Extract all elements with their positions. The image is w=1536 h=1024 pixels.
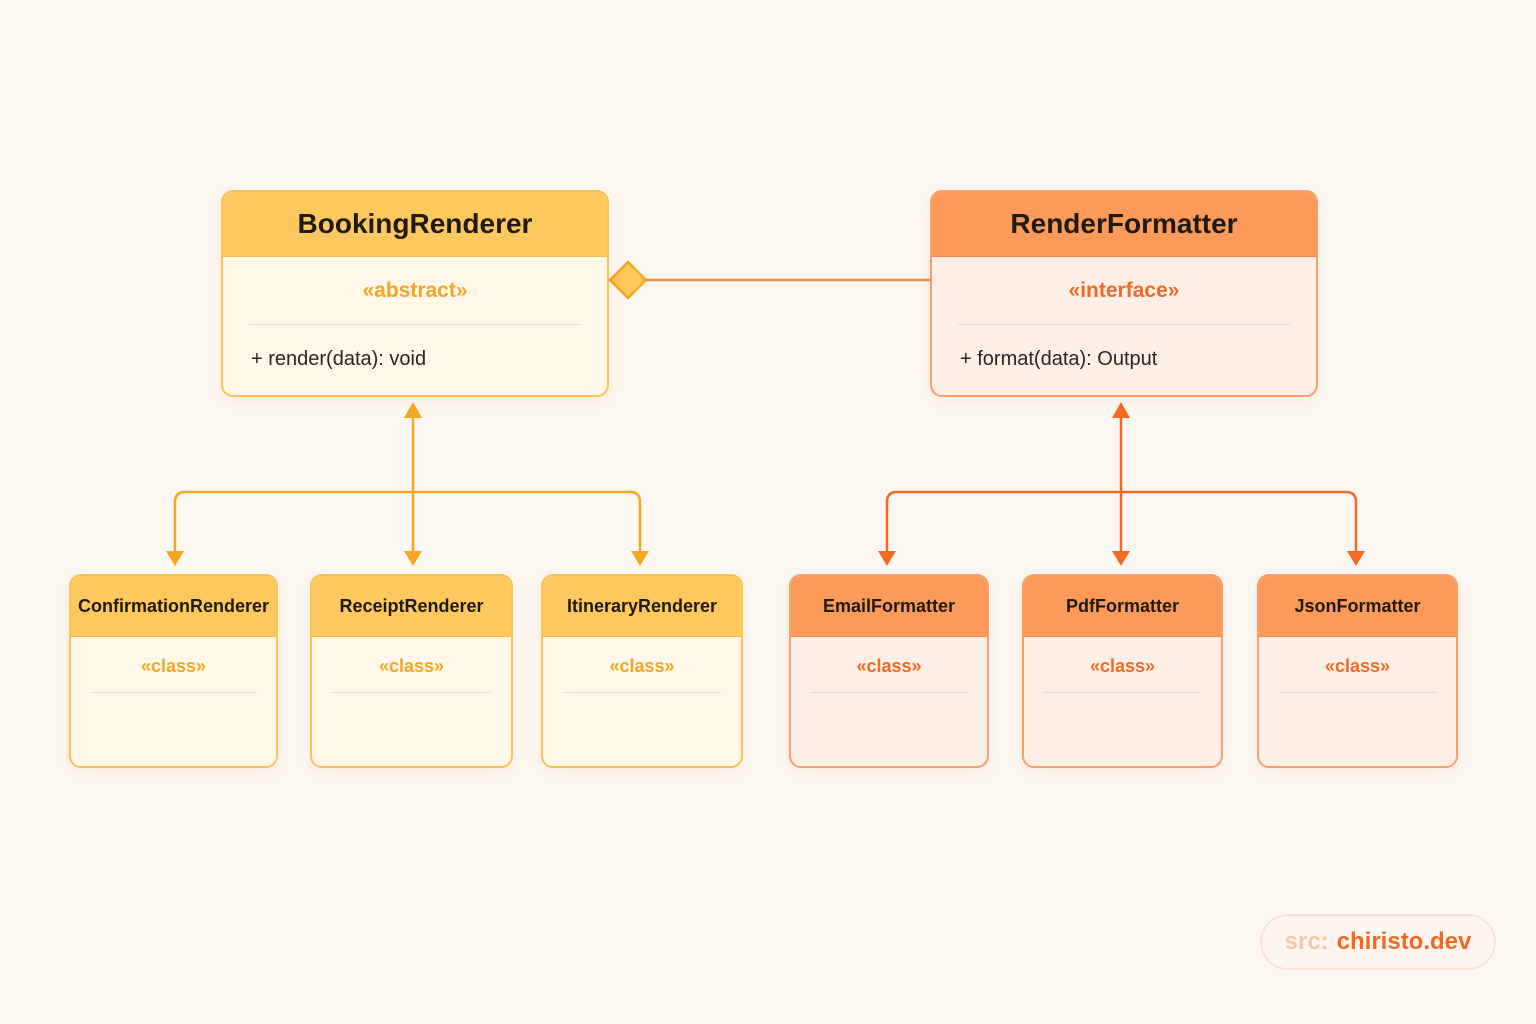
json-formatter-class[interactable]: JsonFormatter «class» bbox=[1257, 574, 1458, 768]
renderer-hierarchy-connectors bbox=[173, 416, 642, 555]
booking-renderer-class[interactable]: BookingRenderer «abstract» + render(data… bbox=[221, 190, 609, 397]
source-link[interactable]: src: chiristo.dev bbox=[1260, 914, 1496, 970]
divider bbox=[249, 324, 581, 325]
confirmation-renderer-class[interactable]: ConfirmationRenderer «class» bbox=[69, 574, 278, 768]
formatter-branch-line bbox=[885, 490, 1358, 552]
json-arrowhead bbox=[1347, 551, 1365, 566]
stereotype-label: «class» bbox=[1324, 656, 1391, 676]
class-name: ItineraryRenderer bbox=[543, 576, 741, 637]
renderer-parent-arrowhead bbox=[404, 402, 422, 418]
email-arrowhead bbox=[878, 551, 896, 566]
formatter-parent-arrowhead bbox=[1112, 402, 1130, 418]
receipt-arrowhead bbox=[404, 551, 422, 566]
method-signature: + format(data): Output bbox=[960, 348, 1158, 370]
class-name: ConfirmationRenderer bbox=[71, 576, 276, 637]
source-label: src: bbox=[1284, 928, 1329, 955]
receipt-renderer-class[interactable]: ReceiptRenderer «class» bbox=[310, 574, 513, 768]
confirmation-arrowhead bbox=[166, 551, 184, 566]
email-formatter-class[interactable]: EmailFormatter «class» bbox=[789, 574, 989, 768]
class-name: EmailFormatter bbox=[791, 576, 987, 637]
class-name: ReceiptRenderer bbox=[312, 576, 511, 637]
divider bbox=[332, 692, 491, 693]
stereotype-label: «class» bbox=[1089, 656, 1156, 676]
aggregation-diamond bbox=[608, 260, 648, 300]
divider bbox=[1279, 692, 1436, 693]
itinerary-arrowhead bbox=[631, 551, 649, 566]
class-name: JsonFormatter bbox=[1259, 576, 1456, 637]
stereotype-label: «class» bbox=[140, 656, 207, 676]
stereotype-label: «abstract» bbox=[362, 279, 468, 302]
divider bbox=[1044, 692, 1201, 693]
formatter-hierarchy-connectors bbox=[885, 416, 1358, 555]
class-name: PdfFormatter bbox=[1024, 576, 1221, 637]
class-name: BookingRenderer bbox=[223, 192, 607, 257]
source-value: chiristo.dev bbox=[1336, 928, 1472, 955]
stereotype-label: «interface» bbox=[1068, 279, 1180, 302]
stereotype-label: «class» bbox=[856, 656, 922, 676]
itinerary-renderer-class[interactable]: ItineraryRenderer «class» bbox=[541, 574, 743, 768]
method-signature: + render(data): void bbox=[251, 348, 427, 370]
render-formatter-interface[interactable]: RenderFormatter «interface» + format(dat… bbox=[930, 190, 1318, 397]
divider bbox=[563, 692, 721, 693]
divider bbox=[811, 692, 967, 693]
renderer-branch-line bbox=[173, 490, 642, 552]
divider bbox=[958, 324, 1290, 325]
stereotype-label: «class» bbox=[609, 656, 675, 676]
class-name: RenderFormatter bbox=[932, 192, 1316, 257]
pdf-formatter-class[interactable]: PdfFormatter «class» bbox=[1022, 574, 1223, 768]
pdf-arrowhead bbox=[1112, 551, 1130, 566]
divider bbox=[91, 692, 256, 693]
stereotype-label: «class» bbox=[378, 656, 445, 676]
